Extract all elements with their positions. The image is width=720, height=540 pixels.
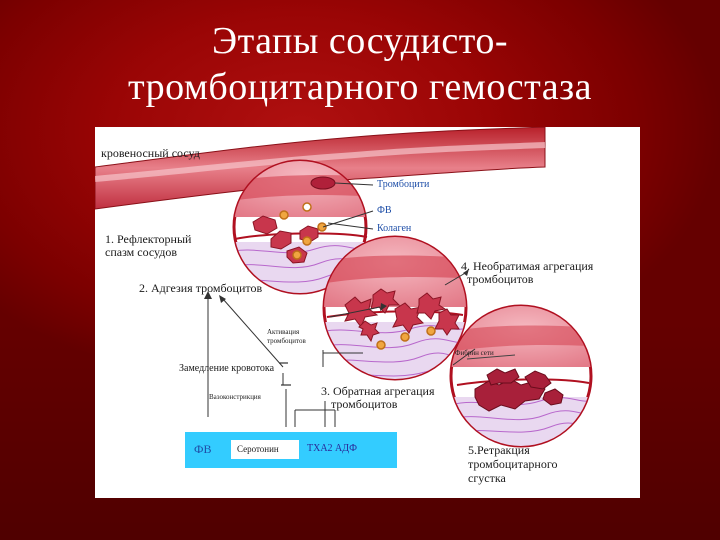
stage-5-label-line-1: 5.Ретракция (468, 443, 530, 457)
fibrin-label: Фибрин сети (455, 349, 494, 357)
stage-5-label-line-3: сгустка (468, 471, 506, 485)
stage-1-label-line-1: 1. Рефлекторный (105, 232, 192, 246)
stage-5-label-line-2: тромбоцитарного (468, 457, 558, 471)
hemostasis-figure: кровеносный сосуд Тромбоцити ФВ Колаген … (95, 127, 640, 498)
serotonin-box (231, 440, 299, 459)
slide-title: Этапы сосудисто- тромбоцитарного гемоста… (0, 18, 720, 110)
mediator-serotonin-label: Серотонин (237, 444, 279, 454)
stage-3-illustration (449, 304, 593, 448)
stage-3-label-line-1: 3. Обратная агрегация (321, 384, 435, 398)
stage-4-label-line-2: тромбоцитов (467, 272, 534, 286)
stage-4-label-line-1: 4. Необратимая агрегация (461, 259, 594, 273)
slide-title-line-1: Этапы сосудисто- (212, 20, 508, 62)
legend-platelets-label: Тромбоцити (377, 179, 430, 190)
stage-2-label: 2. Адгезия тромбоцитов (139, 281, 263, 295)
activation-label-line-2: тромбоцитов (267, 337, 306, 345)
stage-1-label-line-2: спазм сосудов (105, 245, 178, 259)
slide-title-line-2: тромбоцитарного гемостаза (128, 66, 592, 108)
arrow-heads (204, 269, 469, 311)
legend-collagen-label: Колаген (377, 223, 412, 234)
vessel-label: кровеносный сосуд (101, 146, 200, 160)
platelet-marker (310, 176, 336, 190)
activation-label-line-1: Активация (267, 328, 300, 336)
hemostasis-diagram-art (95, 127, 593, 448)
inhibition-marks (279, 362, 291, 386)
legend-leader-lines (322, 182, 374, 230)
mediator-txa2-adp-label: ТХА2 АДФ (307, 443, 357, 454)
mediator-fv-label: ФВ (194, 442, 212, 456)
vasoconstriction-label: Вазоконстрикция (209, 393, 261, 401)
stage-1-illustration (232, 159, 368, 295)
slowing-label: Замедление кровотока (179, 363, 275, 374)
legend-vwf-label: ФВ (377, 205, 392, 216)
stage-3-label-line-2: тромбоцитов (331, 397, 398, 411)
flow-arrows (207, 271, 476, 427)
